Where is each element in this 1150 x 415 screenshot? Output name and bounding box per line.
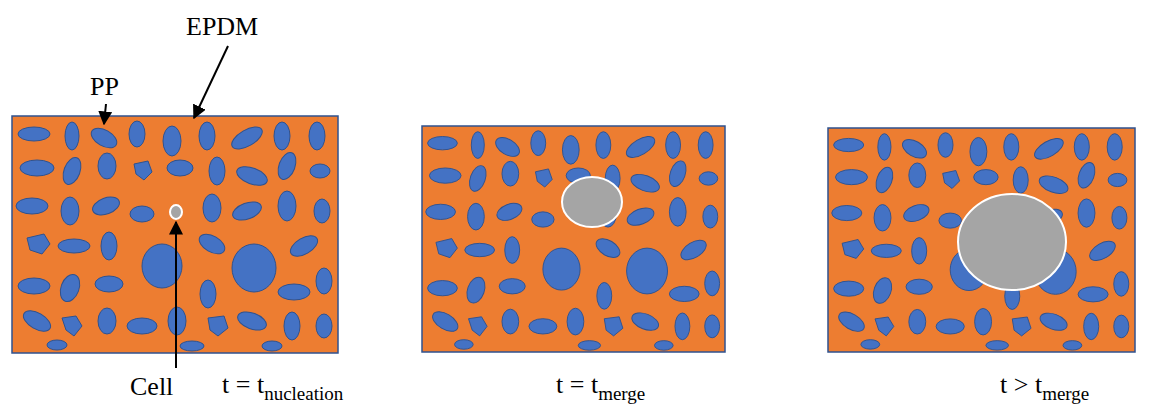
foam-cell xyxy=(562,177,622,227)
pp-matrix xyxy=(422,126,725,352)
time-text: t = t xyxy=(556,370,598,399)
epdm-particles xyxy=(426,131,720,350)
epdm-particles xyxy=(16,121,332,351)
material-label: EPDM xyxy=(186,12,258,42)
cell-label: Cell xyxy=(130,372,173,402)
pp-matrix xyxy=(828,128,1135,352)
foam-cell xyxy=(170,205,182,219)
material-label: PP xyxy=(90,72,119,102)
time-subscript: nucleation xyxy=(264,383,343,404)
epdm-particles xyxy=(832,133,1129,350)
time-label: t = tmerge xyxy=(556,370,645,404)
foam-cell xyxy=(958,194,1066,290)
leader-arrow xyxy=(194,46,228,118)
leader-arrow xyxy=(104,104,106,124)
time-text: t > t xyxy=(1000,370,1042,399)
time-label: t = tnucleation xyxy=(222,370,343,404)
time-subscript: merge xyxy=(1042,383,1089,404)
leader-arrow xyxy=(175,222,177,368)
time-label: t > tmerge xyxy=(1000,370,1089,404)
time-subscript: merge xyxy=(598,383,645,404)
time-text: t = t xyxy=(222,370,264,399)
